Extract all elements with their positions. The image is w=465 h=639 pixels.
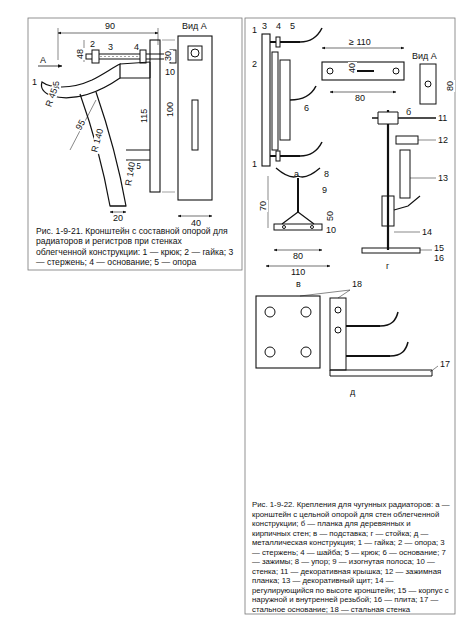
callout-number: 6 (304, 104, 309, 113)
callout-number: 9 (322, 186, 327, 195)
callout-number: 1 (252, 160, 257, 169)
dimension: 90 (104, 22, 116, 31)
dimension: 40 (348, 62, 357, 74)
subfigure-letter: в (296, 280, 301, 289)
dimension: 48 (76, 48, 85, 60)
callout-number: 1 (252, 26, 257, 35)
dimension: 70 (259, 200, 268, 212)
dimension: 10 (164, 68, 176, 77)
subfigure-letter: г (386, 262, 389, 271)
dimension: 20 (112, 214, 124, 223)
dimension: 110 (290, 268, 306, 277)
callout-number: 5 (290, 22, 295, 31)
callout-number: 16 (434, 254, 444, 263)
callout-number: 11 (438, 114, 447, 123)
callout-number: 12 (438, 136, 448, 145)
figure-caption: Рис. 1-9-21. Кронштейн с составной опоро… (36, 226, 234, 268)
callout-number: 13 (438, 174, 448, 183)
subfigure-letter: д (350, 388, 355, 397)
dimension: 80 (446, 80, 455, 92)
callout-number: 15 (434, 244, 444, 253)
dimension: 80 (292, 252, 304, 261)
figure-caption: Рис. 1-9-22. Крепления для чугунных ради… (252, 500, 450, 614)
callout-number: 3 (262, 22, 267, 31)
dimension: 80 (354, 94, 366, 103)
dimension: ≥ 110 (348, 38, 372, 47)
callout-number: 4 (134, 43, 139, 52)
view-arrow-label: А (40, 56, 46, 65)
callout-number: 10 (326, 226, 336, 235)
dimension: R 140 (124, 160, 137, 187)
callout-number: 17 (440, 360, 450, 369)
subfigure-letter: а (294, 170, 299, 179)
callout-number: 14 (422, 228, 432, 237)
subfigure-letter: б (406, 108, 411, 117)
callout-number: 8 (324, 170, 329, 179)
dimension: 115 (140, 108, 149, 124)
callout-number: 2 (90, 40, 95, 49)
callout-number: 4 (276, 22, 281, 31)
view-label: Вид А (182, 22, 207, 31)
dimension: 50 (326, 210, 335, 222)
view-label: Вид А (412, 52, 437, 61)
callout-number: 1 (32, 78, 37, 87)
dimension: 30 (164, 50, 173, 62)
callout-number: 18 (352, 280, 362, 289)
callout-number: 2 (252, 60, 257, 69)
dimension: 100 (166, 101, 175, 118)
callout-number: 3 (108, 43, 113, 52)
